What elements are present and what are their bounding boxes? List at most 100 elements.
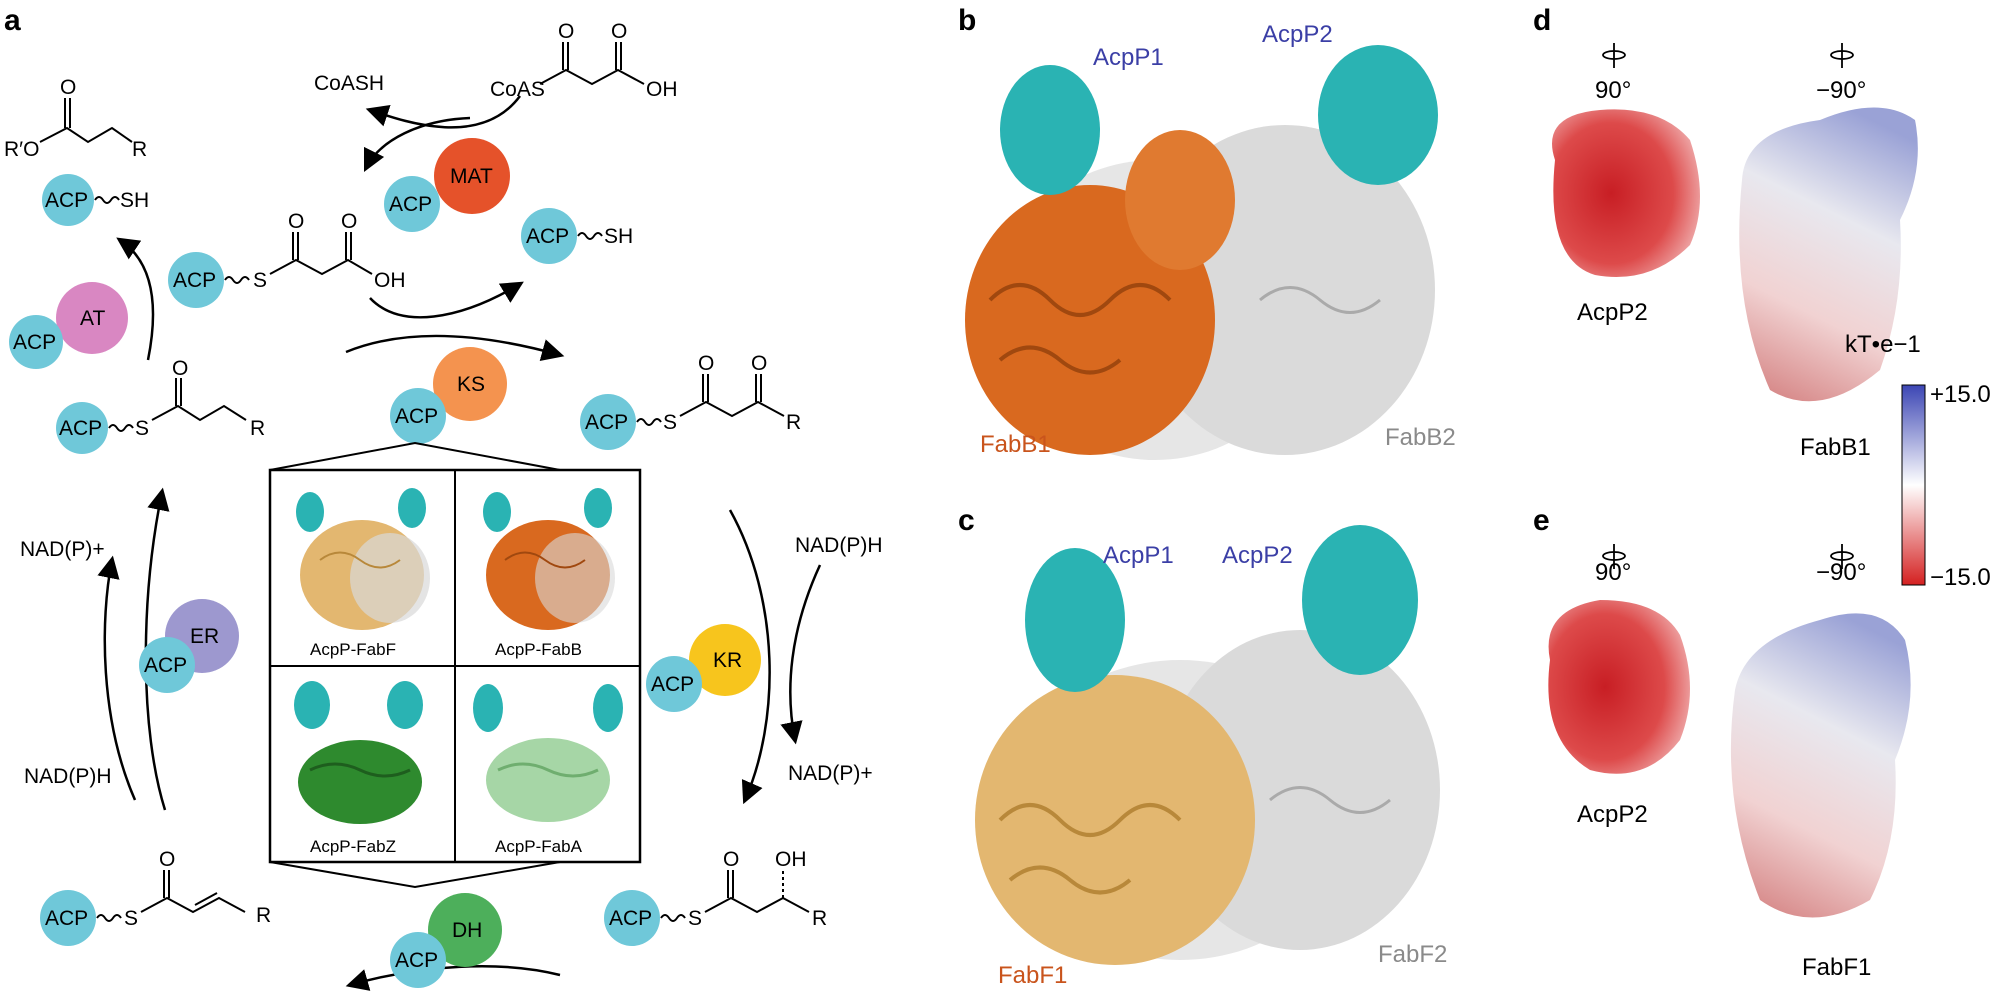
malonyl-oh: OH	[646, 78, 678, 101]
er-nadph-label: NAD(P)H	[24, 765, 112, 788]
malonyl-o1: O	[558, 20, 574, 43]
fabf1-surface-e	[1730, 613, 1911, 918]
box-bottom-connector	[269, 861, 561, 889]
malonyl-acp-structure	[269, 232, 373, 276]
acp-label: ACP	[173, 269, 216, 292]
kr-label: KR	[713, 649, 742, 672]
panel-b-label: b	[958, 4, 976, 37]
colorbar-min: −15.0	[1930, 564, 1991, 591]
complex-label-fabb: AcpP-FabB	[495, 640, 582, 659]
rotation-e2: −90°	[1816, 559, 1866, 586]
mat-enzyme-icon	[434, 138, 510, 214]
kr-nadph-label: NAD(P)H	[795, 534, 883, 557]
malonyl-acp-o1: O	[288, 210, 304, 233]
dh-label: DH	[452, 919, 482, 942]
wavy-linker	[660, 914, 686, 922]
s-label: S	[135, 417, 149, 440]
fabf-fab2-label: FabF2	[1378, 941, 1447, 968]
acpp-fabb-structure-thumb	[483, 488, 615, 630]
kr-arrow	[728, 509, 771, 805]
fabb-fab1-label: FabB1	[980, 431, 1051, 458]
acyl-r-label: R	[250, 417, 265, 440]
acp-circle-acyl	[56, 402, 108, 454]
acpp-fabf-structure-thumb	[296, 488, 430, 630]
box-top-connector	[269, 441, 561, 471]
dh-enzyme-icon	[428, 893, 502, 967]
ks-enzyme-icon	[433, 347, 507, 421]
acp-label: ACP	[585, 411, 628, 434]
rotation-d1: 90°	[1595, 77, 1631, 104]
panel-d-label: d	[1533, 4, 1551, 37]
sh-label: SH	[120, 189, 149, 212]
acpp-fabz-structure-thumb	[294, 681, 423, 824]
acp-circle-ketoacyl	[580, 394, 636, 450]
fabf-crystal-structure	[975, 525, 1440, 965]
acp-circle-ks	[390, 388, 446, 444]
complex-label-faba: AcpP-FabA	[495, 837, 583, 856]
ester-oxygen: O	[60, 76, 76, 99]
complex-label-fabz: AcpP-FabZ	[310, 837, 396, 856]
electrostatic-colorbar	[1901, 384, 1926, 586]
wavy-linker	[108, 424, 134, 432]
ester-ro-label: R′O	[4, 138, 39, 161]
coash-label: CoASH	[314, 72, 384, 95]
coash-release-arrow	[365, 95, 522, 129]
acp-label: ACP	[395, 949, 438, 972]
fabb-fab2-label: FabB2	[1385, 424, 1456, 451]
acp-label: ACP	[59, 417, 102, 440]
ketoacyl-o1: O	[698, 352, 714, 375]
fabf1-label-e: FabF1	[1802, 954, 1871, 981]
rotation-icon-e1	[1602, 544, 1626, 569]
at-enzyme-icon	[56, 282, 128, 354]
colorbar-unit: kT•e−1	[1845, 331, 1921, 358]
sh-label: SH	[604, 225, 633, 248]
ester-product	[39, 98, 133, 144]
ketoacyl-o2: O	[751, 352, 767, 375]
ester-r-label: R	[132, 138, 147, 161]
er-nadp-label: NAD(P)+	[20, 538, 105, 561]
colorbar-max: +15.0	[1930, 381, 1991, 408]
panel-e-label: e	[1533, 504, 1550, 537]
fabf-acpp1-label: AcpP1	[1103, 542, 1174, 569]
enoyl-r: R	[256, 904, 271, 927]
acpp2-surface-d	[1552, 109, 1700, 277]
wavy-linker	[224, 276, 250, 284]
mat-arrow	[363, 116, 471, 173]
acpp2-label-d: AcpP2	[1577, 299, 1648, 326]
fabf-fab1-label: FabF1	[998, 962, 1067, 989]
acp-label: ACP	[45, 189, 88, 212]
s-label: S	[688, 907, 702, 930]
s-label: S	[253, 269, 267, 292]
rotation-d2: −90°	[1816, 77, 1866, 104]
kr-cofactor-arrow	[780, 564, 822, 745]
acpp2-surface-e	[1548, 600, 1690, 774]
rotation-icon-d2	[1830, 43, 1854, 68]
dh-arrow	[345, 965, 561, 991]
enoyl-structure	[140, 870, 246, 914]
wavy-linker	[577, 232, 603, 240]
malonyl-acp-o2: O	[341, 210, 357, 233]
wavy-linker	[94, 196, 120, 204]
er-cofactor-arrow	[97, 555, 137, 801]
acyl-oxygen: O	[172, 357, 188, 380]
acyl-chain	[151, 378, 247, 422]
ketoacyl-r: R	[786, 411, 801, 434]
acp-circle-hydroxyacyl	[604, 890, 660, 946]
acp-label: ACP	[526, 225, 569, 248]
at-label: AT	[80, 307, 105, 330]
kr-enzyme-icon	[689, 624, 761, 696]
complex-label-fabf: AcpP-FabF	[310, 640, 396, 659]
acp-circle-dh	[390, 932, 446, 988]
acp-label: ACP	[395, 405, 438, 428]
fabf-acpp2-label: AcpP2	[1222, 542, 1293, 569]
ks-label: KS	[457, 373, 485, 396]
acp-circle-kr	[646, 656, 702, 712]
acp-label: ACP	[13, 331, 56, 354]
rotation-icon-d1	[1602, 43, 1626, 68]
fabb-acpp2-label: AcpP2	[1262, 21, 1333, 48]
enoyl-o: O	[159, 848, 175, 871]
panel-a-label: a	[4, 4, 21, 37]
fabb-crystal-structure	[965, 45, 1438, 460]
fabb1-label-d: FabB1	[1800, 434, 1871, 461]
wavy-linker	[96, 914, 122, 922]
